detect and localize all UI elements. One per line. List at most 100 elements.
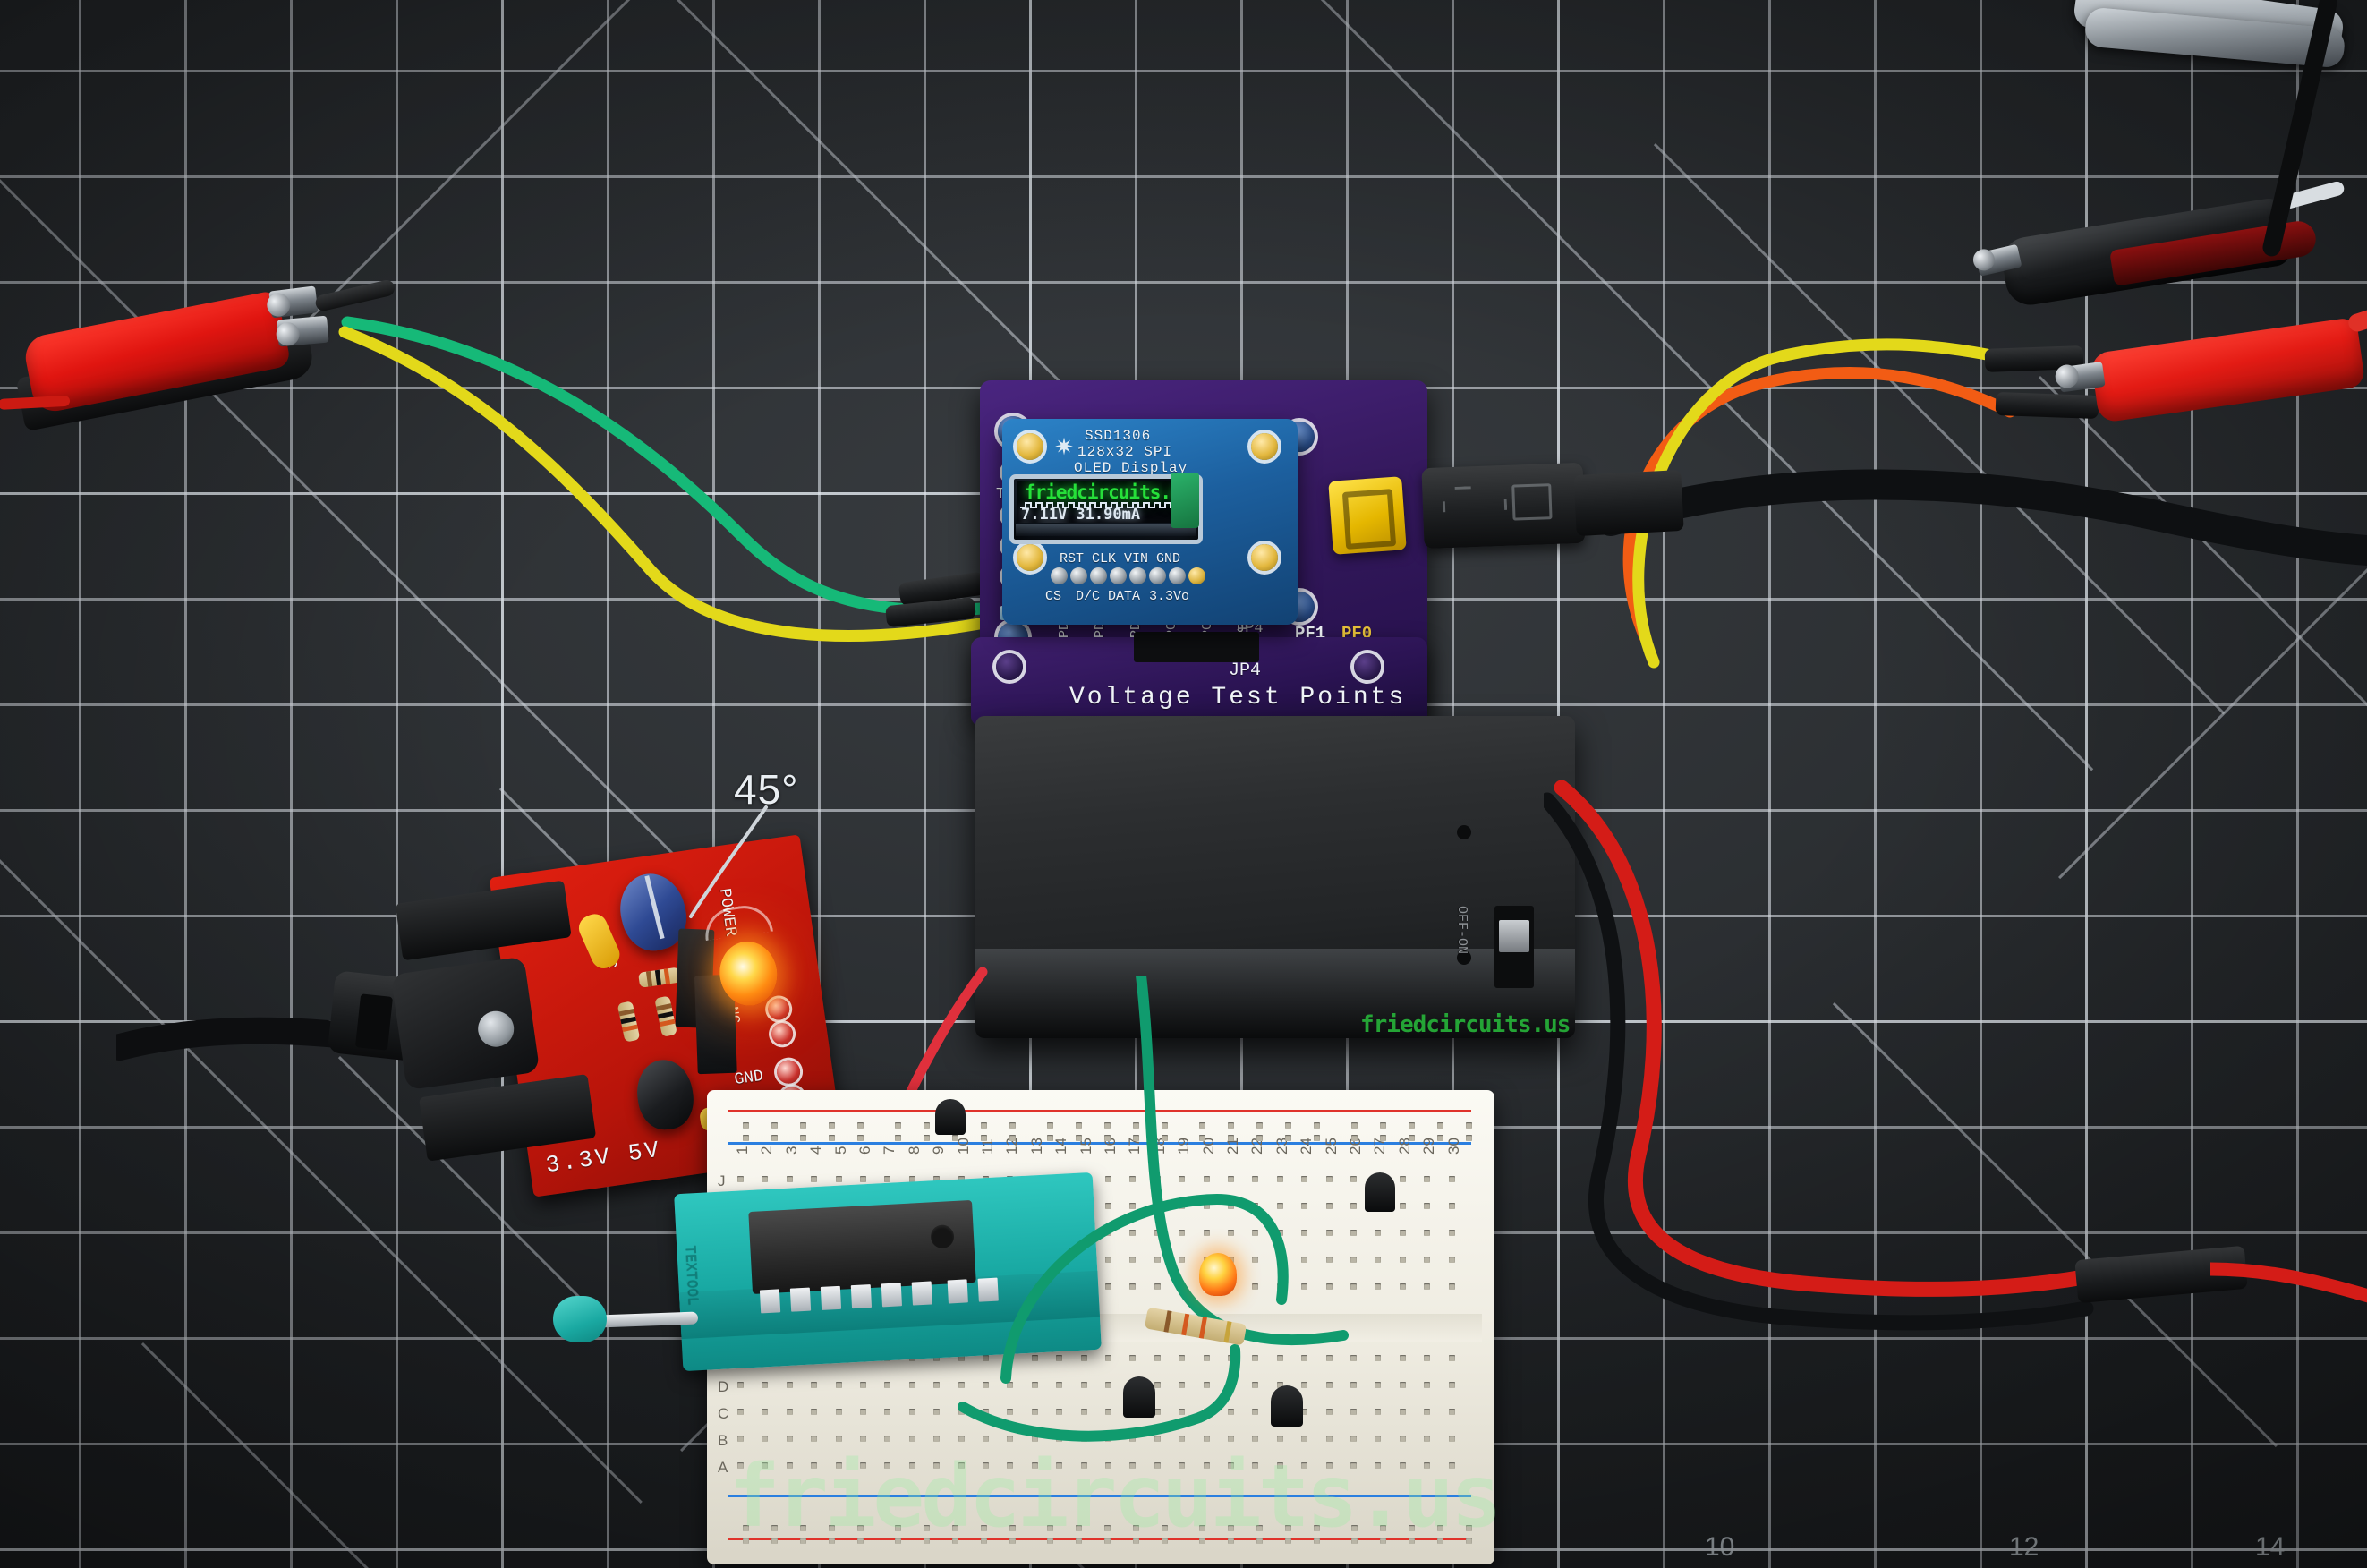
breadboard-rail-hole[interactable] [800, 1525, 806, 1531]
breadboard-hole[interactable] [1448, 1436, 1455, 1442]
breadboard-hole[interactable] [835, 1436, 842, 1442]
breadboard-rail-hole[interactable] [924, 1538, 930, 1544]
breadboard-rail-hole[interactable] [1199, 1135, 1205, 1141]
breadboard-rail-hole[interactable] [1162, 1122, 1168, 1129]
breadboard-rail-hole[interactable] [771, 1538, 778, 1544]
breadboard-rail-hole[interactable] [1162, 1538, 1168, 1544]
breadboard-hole[interactable] [1424, 1176, 1431, 1182]
breadboard-hole[interactable] [1129, 1462, 1137, 1469]
breadboard-hole[interactable] [1154, 1409, 1161, 1415]
breadboard-rail-hole[interactable] [1256, 1135, 1263, 1141]
breadboard-hole[interactable] [933, 1382, 941, 1388]
breadboard-hole[interactable] [884, 1176, 891, 1182]
breadboard-hole[interactable] [1448, 1257, 1455, 1263]
breadboard-rail-hole[interactable] [1351, 1525, 1358, 1531]
breadboard-rail-hole[interactable] [1409, 1525, 1415, 1531]
breadboard-hole[interactable] [811, 1436, 818, 1442]
breadboard-hole[interactable] [1448, 1203, 1455, 1209]
breadboard-hole[interactable] [1154, 1355, 1161, 1361]
breadboard-rail-hole[interactable] [1076, 1538, 1082, 1544]
breadboard-hole[interactable] [1228, 1436, 1234, 1442]
breadboard-rail-hole[interactable] [829, 1135, 835, 1141]
breadboard-hole[interactable] [1301, 1436, 1308, 1442]
breadboard-hole[interactable] [958, 1462, 965, 1469]
breadboard-hole[interactable] [983, 1382, 989, 1388]
breadboard-hole[interactable] [1448, 1230, 1455, 1236]
breadboard-hole[interactable] [1301, 1355, 1308, 1361]
breadboard-hole[interactable] [737, 1176, 744, 1182]
breadboard-hole[interactable] [762, 1409, 769, 1415]
breadboard-hole[interactable] [1350, 1283, 1357, 1290]
breadboard-hole[interactable] [1424, 1355, 1431, 1361]
breadboard-hole[interactable] [1399, 1176, 1406, 1182]
breadboard-hole[interactable] [835, 1409, 842, 1415]
breadboard-hole[interactable] [1350, 1409, 1357, 1415]
breadboard-hole[interactable] [1276, 1462, 1283, 1469]
header-pin[interactable] [1090, 567, 1107, 584]
breadboard-hole[interactable] [1325, 1355, 1333, 1361]
breadboard-hole[interactable] [1350, 1436, 1357, 1442]
breadboard-hole[interactable] [1228, 1409, 1234, 1415]
breadboard-hole[interactable] [1129, 1355, 1137, 1361]
breadboard-hole[interactable] [884, 1462, 891, 1469]
breadboard-rail-hole[interactable] [857, 1135, 864, 1141]
breadboard-rail-hole[interactable] [1466, 1525, 1472, 1531]
breadboard-hole[interactable] [1080, 1409, 1087, 1415]
breadboard-rail-hole[interactable] [1104, 1525, 1111, 1531]
breadboard-hole[interactable] [762, 1462, 769, 1469]
breadboard-rail-hole[interactable] [743, 1525, 749, 1531]
breadboard-hole[interactable] [1448, 1355, 1455, 1361]
breadboard-hole[interactable] [933, 1462, 941, 1469]
breadboard-hole[interactable] [1350, 1462, 1357, 1469]
breadboard-rail-hole[interactable] [1162, 1135, 1168, 1141]
breadboard-hole[interactable] [762, 1436, 769, 1442]
breadboard-hole[interactable] [1375, 1257, 1382, 1263]
breadboard-hole[interactable] [1228, 1462, 1234, 1469]
breadboard-rail-hole[interactable] [1285, 1122, 1291, 1129]
breadboard-rail-hole[interactable] [1256, 1538, 1263, 1544]
breadboard-hole[interactable] [933, 1436, 941, 1442]
breadboard-hole[interactable] [1325, 1257, 1333, 1263]
breadboard-hole[interactable] [1105, 1462, 1111, 1469]
header-pin[interactable] [1169, 567, 1186, 584]
breadboard-rail-hole[interactable] [1199, 1538, 1205, 1544]
breadboard-hole[interactable] [1350, 1355, 1357, 1361]
breadboard-rail-hole[interactable] [1047, 1122, 1053, 1129]
breadboard-hole[interactable] [1154, 1257, 1161, 1263]
breadboard-hole[interactable] [811, 1462, 818, 1469]
breadboard-hole[interactable] [1375, 1409, 1382, 1415]
breadboard-rail-hole[interactable] [1133, 1538, 1139, 1544]
breadboard-hole[interactable] [1031, 1382, 1038, 1388]
breadboard-rail-hole[interactable] [1314, 1122, 1320, 1129]
power-switch[interactable] [1494, 906, 1534, 988]
breadboard-hole[interactable] [1105, 1382, 1111, 1388]
breadboard-hole[interactable] [1325, 1203, 1333, 1209]
breadboard-rail-hole[interactable] [1009, 1538, 1016, 1544]
breadboard-rail-hole[interactable] [1228, 1122, 1234, 1129]
breadboard-hole[interactable] [1007, 1409, 1014, 1415]
breadboard-hole[interactable] [1301, 1257, 1308, 1263]
breadboard-hole[interactable] [1375, 1283, 1382, 1290]
breadboard-hole[interactable] [1325, 1176, 1333, 1182]
breadboard-hole[interactable] [1154, 1462, 1161, 1469]
breadboard-hole[interactable] [1399, 1283, 1406, 1290]
breadboard-hole[interactable] [1424, 1283, 1431, 1290]
breadboard-hole[interactable] [1105, 1257, 1111, 1263]
breadboard-hole[interactable] [1399, 1230, 1406, 1236]
breadboard-hole[interactable] [860, 1409, 866, 1415]
breadboard-hole[interactable] [884, 1436, 891, 1442]
breadboard-rail-hole[interactable] [1133, 1135, 1139, 1141]
breadboard-hole[interactable] [1056, 1462, 1063, 1469]
breadboard-rail-hole[interactable] [1351, 1538, 1358, 1544]
breadboard-hole[interactable] [1276, 1355, 1283, 1361]
breadboard-rail-hole[interactable] [1314, 1135, 1320, 1141]
breadboard-hole[interactable] [1375, 1462, 1382, 1469]
breadboard-hole[interactable] [1448, 1283, 1455, 1290]
breadboard-rail-hole[interactable] [1199, 1122, 1205, 1129]
breadboard-rail-hole[interactable] [1104, 1538, 1111, 1544]
breadboard-hole[interactable] [958, 1355, 965, 1361]
breadboard-rail-hole[interactable] [1256, 1122, 1263, 1129]
breadboard-hole[interactable] [908, 1409, 915, 1415]
breadboard-hole[interactable] [1448, 1176, 1455, 1182]
breadboard-hole[interactable] [1154, 1283, 1161, 1290]
